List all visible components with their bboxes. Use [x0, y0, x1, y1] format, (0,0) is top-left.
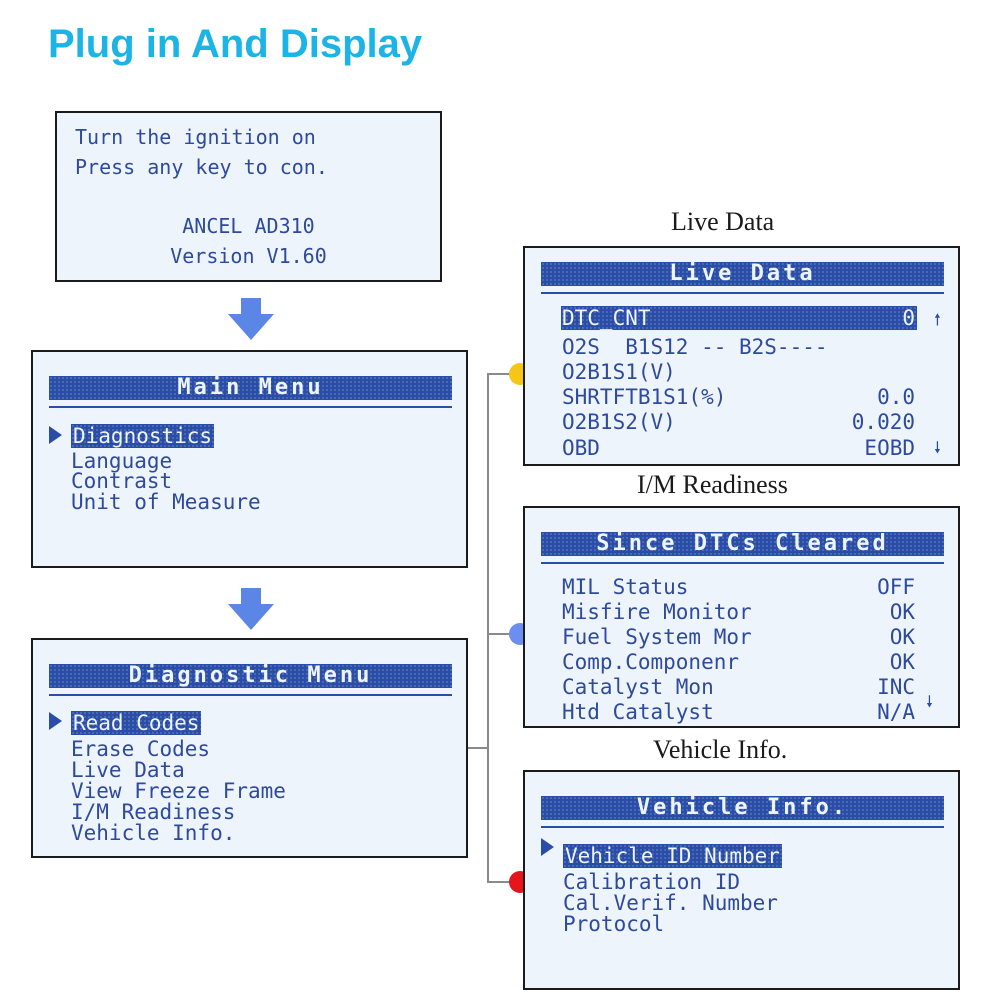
- live-row-value: 0: [902, 306, 915, 330]
- im-row-label: Catalyst Mon: [562, 675, 714, 699]
- live-row-label: OBD: [562, 436, 600, 460]
- live-row-label: O2S B1S12 -- B2S----: [562, 335, 828, 359]
- connector-to-live-data: [487, 373, 523, 375]
- im-row-value: OK: [889, 600, 915, 624]
- selection-pointer-icon: [541, 838, 554, 856]
- im-row-label: Misfire Monitor: [562, 600, 752, 624]
- main-menu-title: Main Menu: [49, 376, 452, 400]
- diag-item-freeze-frame[interactable]: View Freeze Frame: [71, 779, 286, 803]
- live-data-screen: Live Data DTC_CNT 0 O2S B1S12 -- B2S----…: [523, 246, 960, 466]
- device-model: ANCEL AD310: [182, 214, 315, 238]
- selection-pointer-icon: [49, 426, 62, 444]
- live-row-label: O2B1S2(V): [562, 410, 676, 434]
- start-line-1: Turn the ignition on: [75, 125, 316, 149]
- connector-to-vehicle-info: [487, 881, 523, 883]
- im-row-value: N/A: [877, 700, 915, 724]
- main-menu-item-language[interactable]: Language: [71, 449, 173, 473]
- vehicle-item-cal-verif[interactable]: Cal.Verif. Number: [563, 891, 778, 915]
- connector-to-im-readiness: [487, 633, 523, 635]
- im-row-value: OK: [889, 650, 915, 674]
- im-row-label: MIL Status: [562, 575, 689, 599]
- live-row-label: DTC_CNT: [562, 306, 651, 330]
- live-row-value: 0.0: [877, 385, 915, 409]
- scroll-down-icon[interactable]: 🠗: [934, 438, 941, 457]
- diag-item-erase-codes[interactable]: Erase Codes: [71, 737, 211, 761]
- main-menu-screen: Main Menu Diagnostics Language Contrast …: [31, 350, 468, 568]
- live-data-rule: [541, 292, 944, 294]
- im-row-value: OFF: [877, 575, 915, 599]
- im-readiness-title: Since DTCs Cleared: [541, 532, 944, 556]
- im-row-label: Comp.Componenr: [562, 650, 740, 674]
- start-screen: Turn the ignition on Press any key to co…: [55, 111, 442, 282]
- im-readiness-screen: Since DTCs Cleared MIL Status OFF Misfir…: [523, 506, 960, 728]
- selection-pointer-icon: [49, 712, 62, 730]
- im-row-value: INC: [877, 675, 915, 699]
- start-line-2: Press any key to con.: [75, 155, 328, 179]
- vehicle-info-caption: Vehicle Info.: [653, 735, 788, 764]
- arrow-down-icon: [228, 298, 274, 340]
- main-menu-item-contrast[interactable]: Contrast: [71, 469, 173, 493]
- main-menu-item-unit[interactable]: Unit of Measure: [71, 490, 261, 514]
- im-readiness-caption: I/M Readiness: [637, 470, 788, 499]
- live-row-label: SHRTFTB1S1(%): [562, 385, 727, 409]
- device-version: Version V1.60: [170, 244, 327, 268]
- headline: Plug in And Display: [48, 22, 423, 66]
- live-row-value: 0.020: [851, 410, 915, 434]
- diag-item-im-readiness[interactable]: I/M Readiness: [71, 800, 236, 824]
- vehicle-item-protocol[interactable]: Protocol: [563, 912, 665, 936]
- im-row-label: Htd Catalyst: [562, 700, 714, 724]
- diag-item-live-data[interactable]: Live Data: [71, 758, 185, 782]
- im-readiness-rule: [541, 562, 944, 564]
- main-menu-rule: [49, 406, 452, 408]
- diag-item-vehicle-info[interactable]: Vehicle Info.: [71, 821, 236, 845]
- live-data-caption: Live Data: [671, 207, 775, 236]
- vehicle-info-screen: Vehicle Info. Vehicle ID Number Calibrat…: [523, 770, 960, 990]
- live-row-value: EOBD: [864, 436, 915, 460]
- diagnostic-menu-title: Diagnostic Menu: [49, 664, 452, 688]
- diagnostic-menu-rule: [49, 694, 452, 696]
- connector-horizontal-main: [468, 747, 488, 749]
- live-data-title: Live Data: [541, 262, 944, 286]
- vehicle-item-calibration-id[interactable]: Calibration ID: [563, 870, 741, 894]
- vehicle-item-vin[interactable]: Vehicle ID Number: [563, 844, 782, 868]
- scroll-up-icon[interactable]: 🠕: [934, 310, 941, 329]
- scroll-down-icon[interactable]: 🠗: [926, 692, 933, 711]
- arrow-down-icon: [228, 588, 274, 630]
- vehicle-info-title: Vehicle Info.: [541, 796, 944, 820]
- im-row-label: Fuel System Mor: [562, 625, 752, 649]
- connector-vertical: [487, 374, 489, 882]
- diagnostic-menu-screen: Diagnostic Menu Read Codes Erase Codes L…: [31, 638, 468, 858]
- main-menu-item-diagnostics[interactable]: Diagnostics: [71, 424, 215, 448]
- im-row-value: OK: [889, 625, 915, 649]
- vehicle-info-rule: [541, 826, 944, 828]
- diag-item-read-codes[interactable]: Read Codes: [71, 711, 202, 735]
- live-row-label: O2B1S1(V): [562, 360, 676, 384]
- live-data-row-highlight: [561, 306, 917, 330]
